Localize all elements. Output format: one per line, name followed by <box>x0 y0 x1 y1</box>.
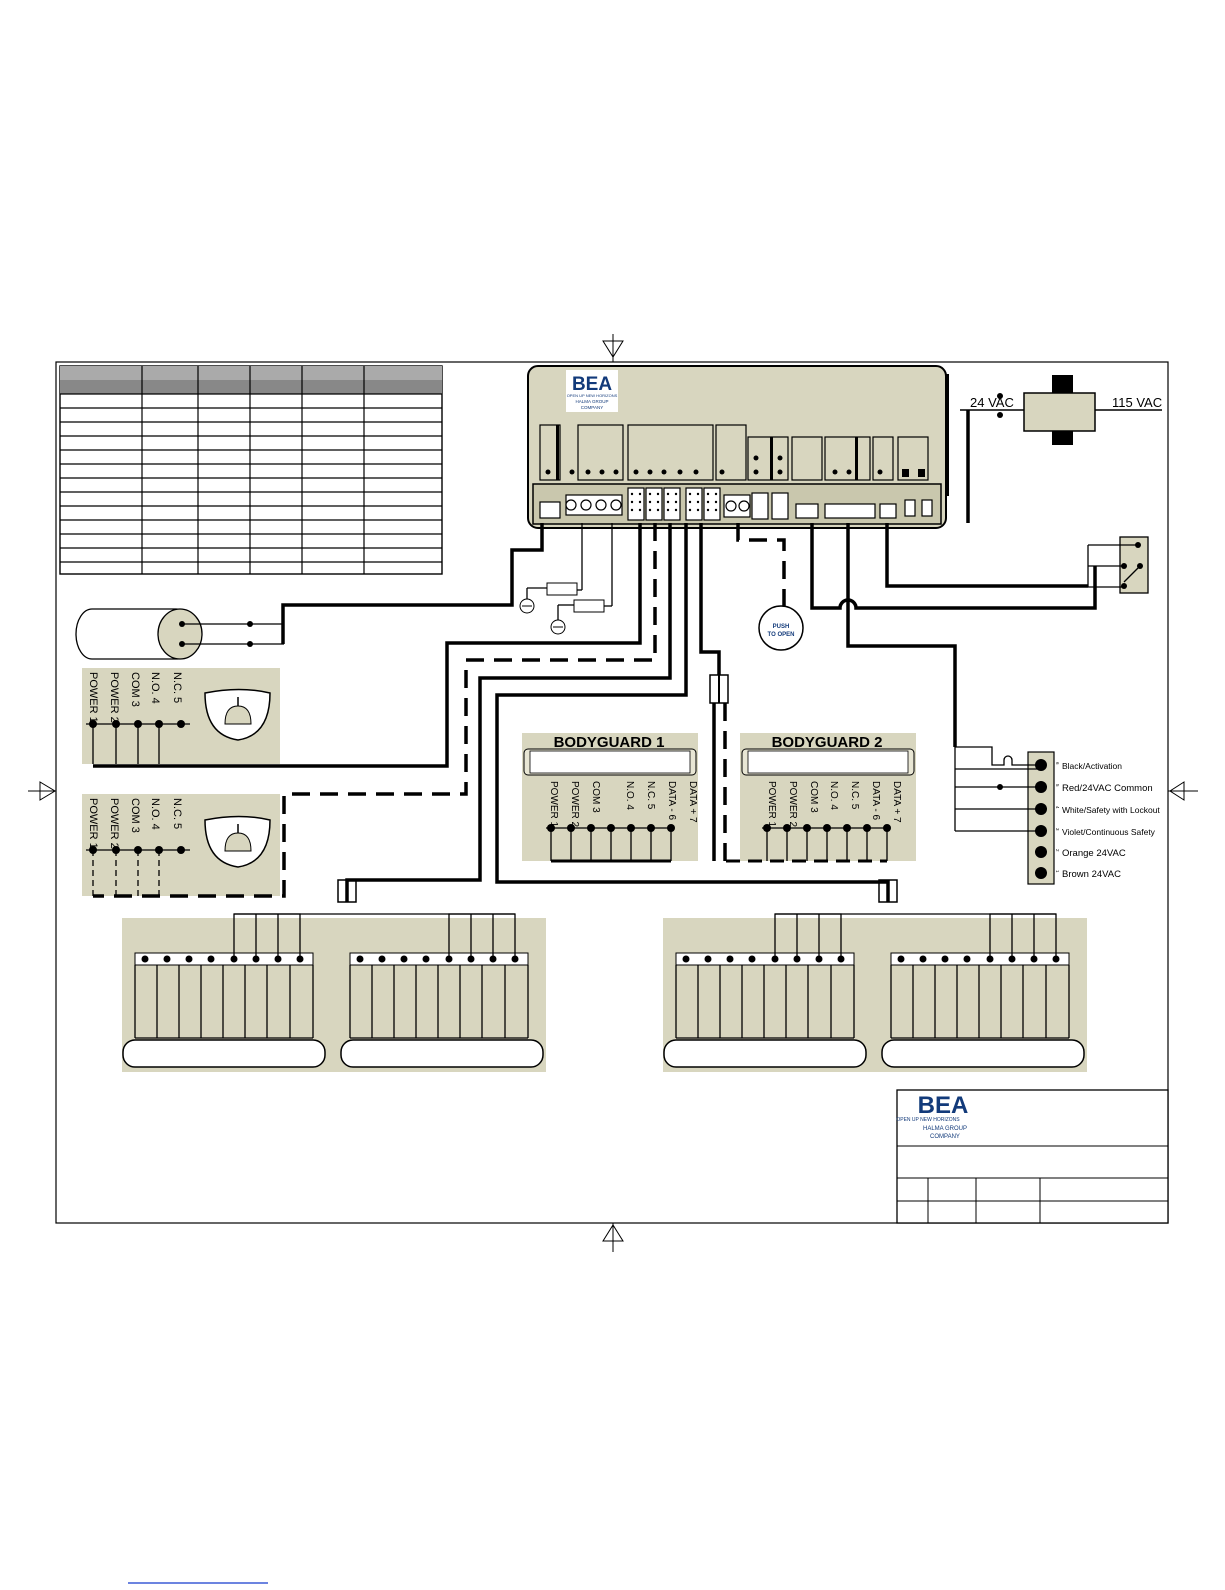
secondary-voltage-label: 24 VAC <box>970 395 1014 410</box>
svg-text:BODYGUARD 1: BODYGUARD 1 <box>554 734 665 751</box>
svg-text:N.O. 4: N.O. 4 <box>624 781 635 810</box>
key-switch <box>1087 536 1149 594</box>
controller-unit: BEA OPEN UP NEW HORIZONS HALMA GROUP COM… <box>527 365 949 529</box>
svg-text:COMPANY: COMPANY <box>930 1134 960 1140</box>
center-marker-left <box>28 781 56 801</box>
svg-text:N.C. 5: N.C. 5 <box>645 781 656 810</box>
svg-text:5: 5 <box>1055 784 1060 787</box>
svg-text:Brown 24VAC: Brown 24VAC <box>1062 869 1121 880</box>
svg-text:Violet/Continuous Safety: Violet/Continuous Safety <box>1062 827 1156 837</box>
title-block-logo: BEA OPEN UP NEW HORIZONS HALMA GROUP COM… <box>896 1092 968 1140</box>
wire-harness: 6 5 4 3 2 1 Black/Activation Red/24VAC C… <box>954 746 1160 885</box>
push-to-open-button: PUSH TO OPEN <box>758 605 804 651</box>
operator-1 <box>122 913 546 1072</box>
center-marker-right <box>1168 781 1198 801</box>
svg-text:COMPANY: COMPANY <box>581 405 603 410</box>
svg-text:N.O. 4: N.O. 4 <box>828 781 839 810</box>
svg-text:POWER 2: POWER 2 <box>569 781 580 828</box>
svg-text:6: 6 <box>1055 762 1060 765</box>
drawing-frame <box>55 361 1169 1224</box>
svg-text:DATA - 6: DATA - 6 <box>870 781 881 821</box>
svg-text:POWER 2: POWER 2 <box>108 798 120 849</box>
bodyguard-2: BODYGUARD 2 POWER 1 POWER 2 COM 3 N.O. 4… <box>726 733 916 863</box>
svg-text:COM 3: COM 3 <box>590 781 601 813</box>
svg-text:DATA + 7: DATA + 7 <box>687 781 698 823</box>
svg-text:DATA - 6: DATA - 6 <box>666 781 677 821</box>
svg-text:Black/Activation: Black/Activation <box>1062 761 1122 771</box>
svg-text:N.C. 5: N.C. 5 <box>171 672 183 703</box>
svg-text:N.O. 4: N.O. 4 <box>149 798 161 830</box>
svg-text:N.C. 5: N.C. 5 <box>171 798 183 829</box>
svg-text:DATA + 7: DATA + 7 <box>891 781 902 823</box>
svg-text:COM 3: COM 3 <box>129 672 141 707</box>
operator-2 <box>663 913 1087 1072</box>
svg-text:POWER 1: POWER 1 <box>548 781 559 828</box>
svg-text:PUSH: PUSH <box>773 624 790 630</box>
svg-text:OPEN UP NEW HORIZONS: OPEN UP NEW HORIZONS <box>567 393 618 398</box>
lock-device <box>75 608 284 660</box>
wiring <box>93 410 1097 902</box>
svg-text:BEA: BEA <box>572 374 612 395</box>
svg-text:N.O. 4: N.O. 4 <box>149 672 161 704</box>
center-marker-top <box>602 334 624 362</box>
controller-logo: BEA OPEN UP NEW HORIZONS HALMA GROUP COM… <box>566 370 618 412</box>
svg-text:1: 1 <box>1055 870 1060 873</box>
svg-text:HALMA GROUP: HALMA GROUP <box>923 1126 967 1132</box>
svg-text:HALMA GROUP: HALMA GROUP <box>575 399 608 404</box>
primary-voltage-label: 115 VAC <box>1112 395 1162 410</box>
title-block: BEA OPEN UP NEW HORIZONS HALMA GROUP COM… <box>896 1089 1169 1224</box>
svg-text:POWER 2: POWER 2 <box>108 672 120 723</box>
svg-text:COM 3: COM 3 <box>808 781 819 813</box>
revision-table <box>59 365 443 575</box>
svg-text:POWER 1: POWER 1 <box>87 798 99 849</box>
diode-assembly <box>519 523 613 635</box>
sensor-2: POWER 1 POWER 2 COM 3 N.O. 4 N.C. 5 <box>82 794 280 896</box>
svg-text:3: 3 <box>1055 828 1060 831</box>
svg-text:BODYGUARD 2: BODYGUARD 2 <box>772 734 883 751</box>
svg-text:Orange 24VAC: Orange 24VAC <box>1062 848 1126 859</box>
bodyguard-1: BODYGUARD 1 POWER 1 POWER 2 COM 3 N.O. 4… <box>522 733 698 863</box>
svg-text:White/Safety with Lockout: White/Safety with Lockout <box>1062 805 1160 815</box>
transformer: 24 VAC 115 VAC <box>960 375 1162 445</box>
svg-text:2: 2 <box>1055 849 1060 852</box>
svg-text:COM 3: COM 3 <box>129 798 141 833</box>
sensor-1: POWER 1 POWER 2 COM 3 N.O. 4 N.C. 5 <box>82 668 280 764</box>
center-marker-bottom <box>602 1223 624 1252</box>
svg-text:TO OPEN: TO OPEN <box>768 632 795 638</box>
svg-text:Red/24VAC Common: Red/24VAC Common <box>1062 783 1153 794</box>
svg-text:POWER 1: POWER 1 <box>766 781 777 828</box>
connector-bodyguard <box>709 674 729 704</box>
svg-text:BEA: BEA <box>918 1092 969 1119</box>
svg-text:POWER 1: POWER 1 <box>87 672 99 723</box>
svg-text:N.C. 5: N.C. 5 <box>849 781 860 810</box>
svg-text:4: 4 <box>1055 806 1060 809</box>
svg-text:OPEN UP NEW HORIZONS: OPEN UP NEW HORIZONS <box>896 1117 960 1123</box>
svg-text:POWER 2: POWER 2 <box>787 781 798 828</box>
